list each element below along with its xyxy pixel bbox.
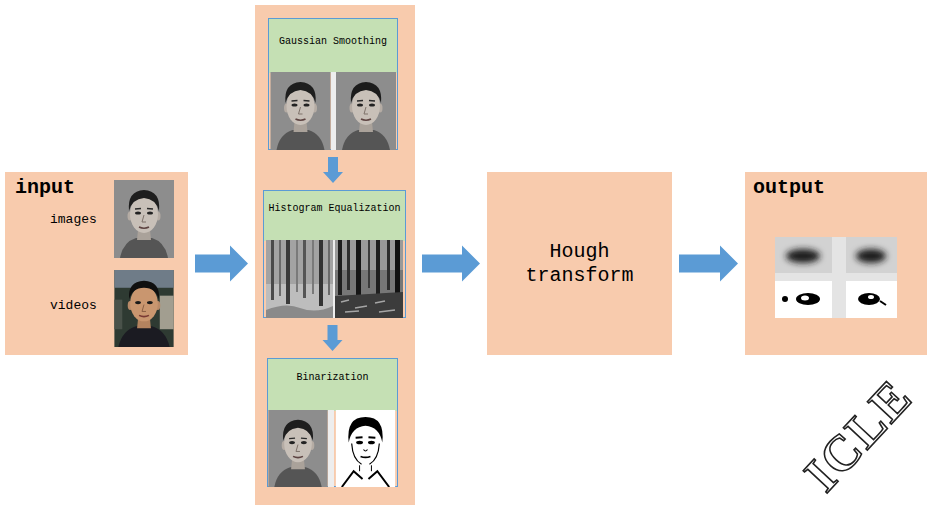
media-label: videos [50, 298, 97, 314]
binarization-photos [268, 410, 395, 487]
binarization-photos [328, 410, 334, 487]
flow-arrow [422, 246, 480, 282]
equalization-photos [333, 240, 335, 318]
eye-results [775, 237, 897, 318]
input-photo [114, 180, 174, 258]
equalization-photos [335, 240, 403, 318]
smoothing-photos [331, 72, 336, 150]
label-slot: ICLE [795, 370, 920, 499]
text-slot: input [15, 176, 75, 200]
text-slot: Hough transform [487, 240, 672, 288]
flow-arrow [323, 325, 343, 351]
binarization-photos [268, 410, 327, 487]
step-title: Hough transform [515, 240, 644, 288]
process-box: Hough transform [487, 172, 672, 355]
equalization-photos [266, 240, 333, 318]
media-label: images [50, 212, 97, 228]
eye-results [858, 293, 880, 305]
step-title: Histogram Equalization [268, 203, 400, 215]
input-photo [114, 180, 174, 258]
smoothing-photos [336, 72, 396, 150]
process-step: Binarization [267, 358, 398, 487]
eye-results [786, 249, 820, 263]
video-frame [114, 270, 173, 347]
video-frame [114, 270, 173, 347]
panel-title: output [753, 176, 825, 200]
input-panel: input images videos [5, 172, 188, 355]
smoothing-photos [336, 72, 396, 150]
eye-results [775, 237, 897, 318]
text-slot: output [753, 176, 825, 200]
eye-results [856, 249, 886, 263]
panel-title: input [15, 176, 75, 200]
flow-arrow [195, 246, 248, 282]
binarization-photos [336, 410, 395, 487]
watermark: ICLE [795, 370, 920, 499]
preprocess-panel: Gaussian SmoothingHistogram Equalization… [255, 5, 415, 505]
eye-results [775, 281, 832, 318]
flow-arrow [679, 246, 738, 282]
text-slot: images [50, 210, 97, 228]
step-title: Gaussian Smoothing [279, 36, 387, 48]
eye-results [846, 281, 897, 318]
text-slot: Binarization [268, 367, 397, 385]
eye-results [775, 237, 832, 273]
process-step: Histogram Equalization [263, 190, 405, 318]
flow-arrow [323, 157, 343, 183]
text-slot: videos [50, 296, 97, 314]
process-step: Gaussian Smoothing [268, 18, 398, 150]
text-slot: Gaussian Smoothing [269, 31, 397, 49]
equalization-photos [266, 240, 403, 318]
eye-results [868, 295, 874, 299]
eye-results [796, 293, 820, 305]
eye-results [786, 249, 886, 263]
text-slot: Histogram Equalization [264, 198, 404, 216]
eye-results [846, 237, 897, 273]
smoothing-photos [271, 72, 397, 150]
output-panel: output [745, 172, 927, 355]
smoothing-photos [271, 72, 331, 150]
step-title: Binarization [296, 372, 368, 384]
eye-results [880, 301, 886, 305]
eye-results [782, 296, 788, 302]
eye-results [801, 296, 809, 301]
